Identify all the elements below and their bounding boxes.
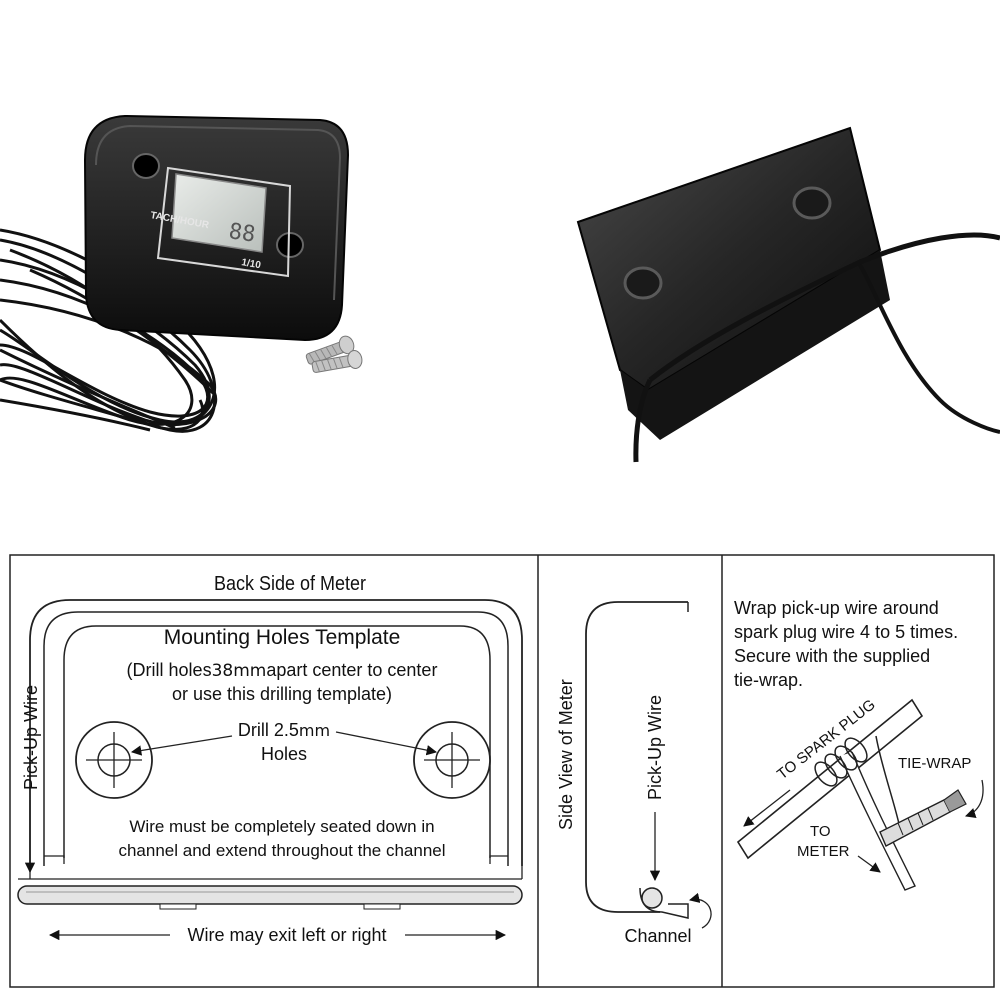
to-meter-label-line2: METER	[797, 843, 850, 860]
wire-note-line1: Wire must be completely seated down in	[129, 817, 434, 836]
pickup-wire-photo	[648, 232, 1000, 382]
wrap-instruction-2: spark plug wire 4 to 5 times.	[734, 622, 958, 642]
to-meter-label-line1: TO	[810, 823, 831, 840]
scale-label: 1/10	[240, 257, 262, 271]
back-hole-right	[792, 186, 832, 220]
wire-channel	[17, 885, 523, 905]
mounting-hole-left	[132, 153, 160, 179]
tie-wrap-label: TIE-WRAP	[898, 755, 971, 772]
side-view-panel: Side View of Meter Pick-Up Wire Channel	[556, 601, 712, 946]
exit-label: Wire may exit left or right	[187, 925, 386, 945]
channel-label: Channel	[624, 926, 691, 946]
drill-instructions-line1: (Drill holes38mmapart center to center	[127, 660, 438, 681]
template-title: Mounting Holes Template	[164, 626, 401, 649]
drill-size-label: Drill 2.5mm	[238, 720, 330, 740]
wrap-instruction-1: Wrap pick-up wire around	[734, 598, 939, 618]
meter-front-photo: 88 TACH/HOUR 1/10	[0, 114, 363, 433]
wire-note-line2: channel and extend throughout the channe…	[118, 841, 445, 860]
pickup-wire-to-meter	[839, 751, 916, 891]
meter-back-photo	[576, 126, 1000, 463]
drill-instructions-line2: or use this drilling template)	[172, 684, 392, 704]
wrap-instruction-3: Secure with the supplied	[734, 646, 930, 666]
instruction-diagram: Back Side of Meter Mounting Holes Templa…	[9, 554, 995, 988]
side-pickup-wire-label: Pick-Up Wire	[645, 695, 665, 800]
drill-hole-left	[75, 721, 153, 799]
back-pickup-wire-label: Pick-Up Wire	[21, 685, 41, 790]
back-side-panel: Back Side of Meter Mounting Holes Templa…	[17, 573, 523, 945]
drill-holes-label: Holes	[261, 744, 307, 764]
lcd-screen	[171, 173, 267, 253]
side-view-title: Side View of Meter	[556, 679, 576, 830]
wrap-coils	[814, 737, 868, 787]
back-hole-left	[623, 266, 663, 300]
screws	[305, 335, 363, 373]
lcd-digits: 88	[227, 219, 257, 247]
back-side-title: Back Side of Meter	[214, 573, 367, 595]
mounting-hole-right	[276, 232, 304, 258]
wrap-instruction-4: tie-wrap.	[734, 670, 803, 690]
drill-hole-right	[413, 721, 491, 799]
